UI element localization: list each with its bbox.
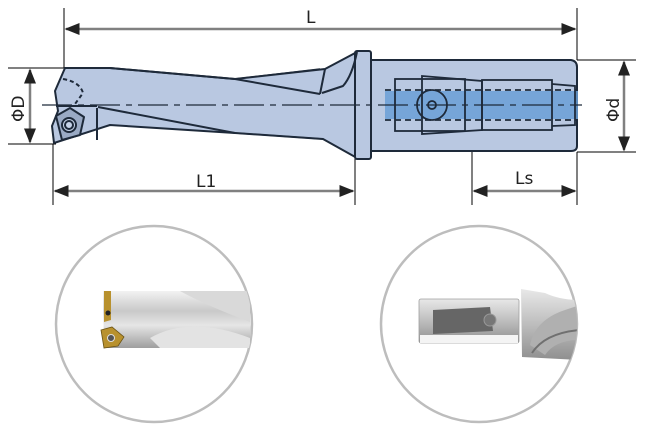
shank-photo	[379, 224, 579, 424]
extension-lines	[8, 8, 636, 205]
label-drill-diameter: ΦD	[9, 96, 29, 122]
label-overall-length: L	[306, 8, 316, 28]
label-flute-length: L1	[196, 172, 216, 192]
dimension-lines	[24, 23, 630, 197]
drill-head-photo	[54, 224, 254, 424]
label-shank-diameter: Φd	[604, 98, 624, 122]
label-shank-length: Ls	[515, 169, 533, 189]
